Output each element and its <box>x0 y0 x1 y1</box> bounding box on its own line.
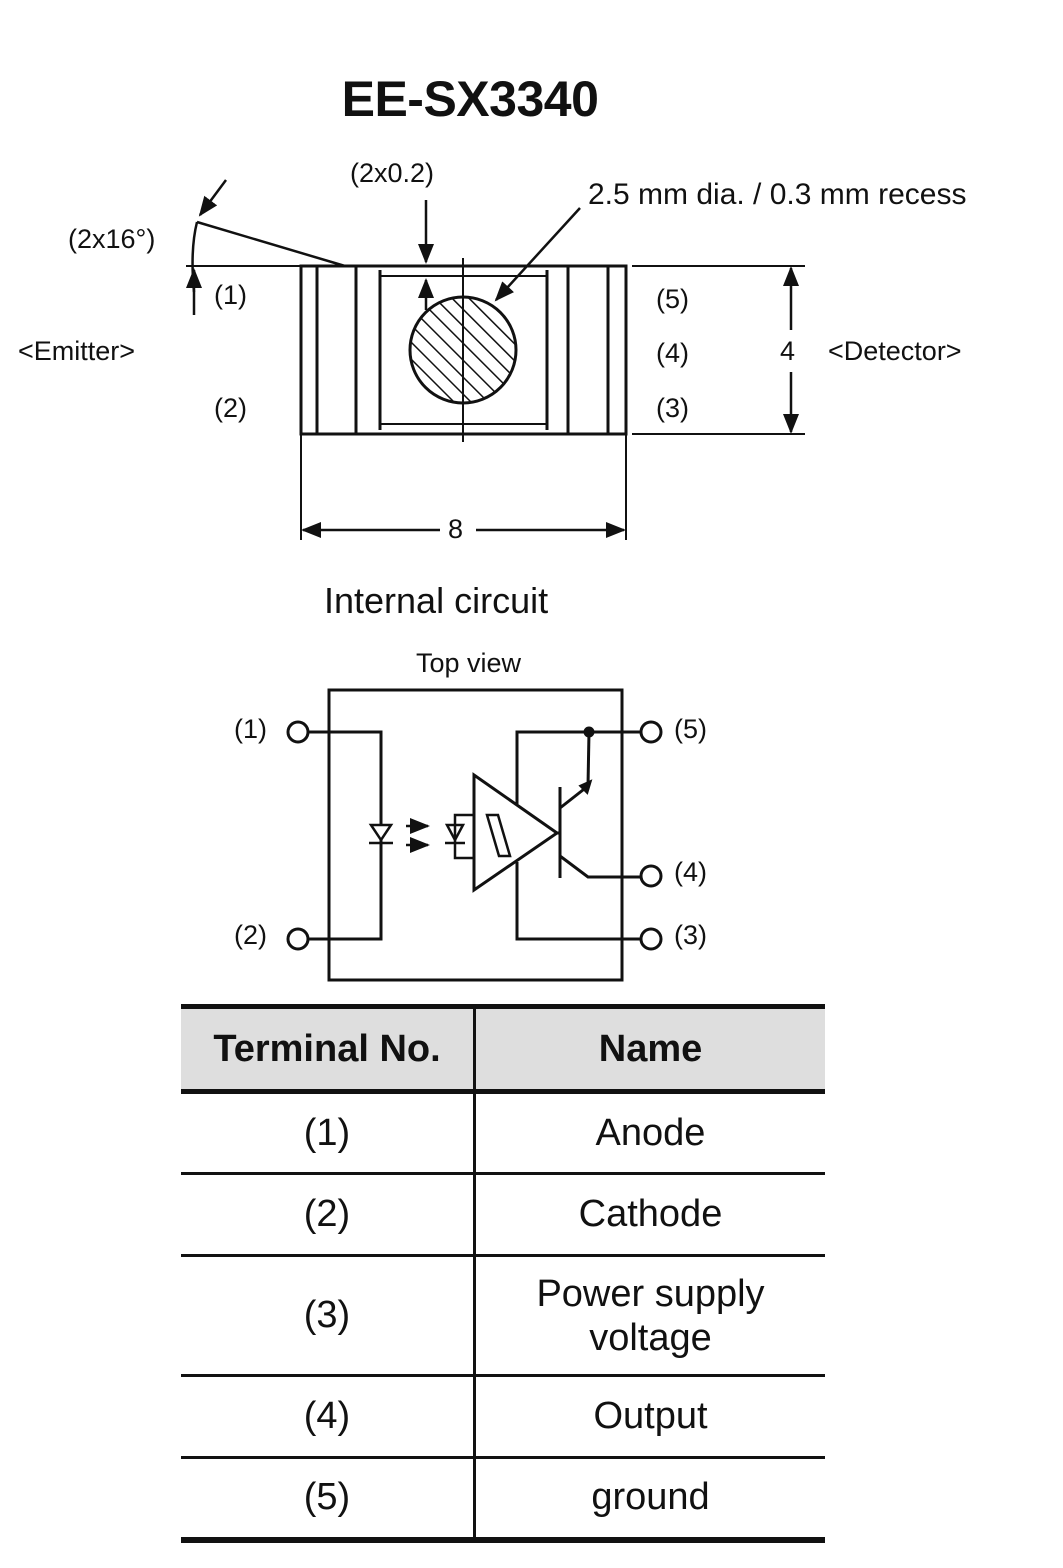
emitter-label: <Emitter> <box>18 336 136 366</box>
gap-label: (2x0.2) <box>350 158 435 188</box>
pin-2-terminal <box>286 927 310 951</box>
terminal-cell: (1) <box>181 1091 476 1175</box>
name-cell: Cathode <box>474 1173 825 1257</box>
circuit-pin-4-label: (4) <box>674 857 707 887</box>
circuit-pin-3-label: (3) <box>674 920 707 950</box>
table-row: (2) Cathode <box>181 1173 825 1257</box>
pin-3-terminal <box>639 927 663 951</box>
name-line: Power supply <box>536 1272 765 1315</box>
package-outline <box>327 688 624 982</box>
circuit-diagram <box>286 688 663 982</box>
sensor-body-outline <box>186 258 805 540</box>
table-row: (5) ground <box>181 1457 825 1543</box>
right-pin-label: (4) <box>656 338 689 368</box>
dimension-drawing <box>186 179 805 982</box>
table-row: (3) Power supply voltage <box>181 1255 825 1377</box>
header-name: Name <box>474 1004 825 1094</box>
pin-5-terminal <box>639 720 663 744</box>
terminal-cell: (4) <box>181 1375 476 1459</box>
table-header-row: Terminal No. Name <box>181 1004 825 1094</box>
table-row: (4) Output <box>181 1375 825 1459</box>
internal-circuit-heading: Internal circuit <box>324 580 549 621</box>
angle-label: (2x16°) <box>68 224 156 254</box>
led-icon <box>368 823 394 843</box>
table-row: (1) Anode <box>181 1091 825 1175</box>
name-cell: ground <box>474 1457 825 1543</box>
header-terminal-no: Terminal No. <box>181 1004 476 1094</box>
height-dimension-value: 4 <box>780 336 796 366</box>
terminal-table: Terminal No. Name (1) Anode (2) Cathode … <box>181 1004 825 1543</box>
terminal-cell: (3) <box>181 1255 476 1377</box>
left-pin-label: (2) <box>214 393 247 423</box>
circuit-pin-2-label: (2) <box>234 920 267 950</box>
recess-label: 2.5 mm dia. / 0.3 mm recess <box>588 178 967 211</box>
name-cell: Anode <box>474 1091 825 1175</box>
detector-label: <Detector> <box>828 336 962 366</box>
recess-hatched-circle <box>408 295 518 405</box>
pin-4-terminal <box>639 864 663 888</box>
schmitt-trigger-icon <box>485 813 512 858</box>
name-cell: Output <box>474 1375 825 1459</box>
circuit-pin-5-label: (5) <box>674 714 707 744</box>
terminal-cell: (2) <box>181 1173 476 1257</box>
name-line: voltage <box>589 1316 712 1359</box>
terminal-cell: (5) <box>181 1457 476 1543</box>
angle-dimension <box>186 179 346 315</box>
top-view-label: Top view <box>416 648 522 678</box>
right-pin-label: (3) <box>656 393 689 423</box>
left-pin-label: (1) <box>214 280 247 310</box>
pin-1-terminal <box>286 720 310 744</box>
name-cell: Power supply voltage <box>474 1255 825 1377</box>
right-pin-label: (5) <box>656 284 689 314</box>
circuit-pin-1-label: (1) <box>234 714 267 744</box>
part-number-title: EE-SX3340 <box>341 71 599 127</box>
width-dimension-value: 8 <box>448 514 464 544</box>
recess-leader <box>494 207 581 302</box>
